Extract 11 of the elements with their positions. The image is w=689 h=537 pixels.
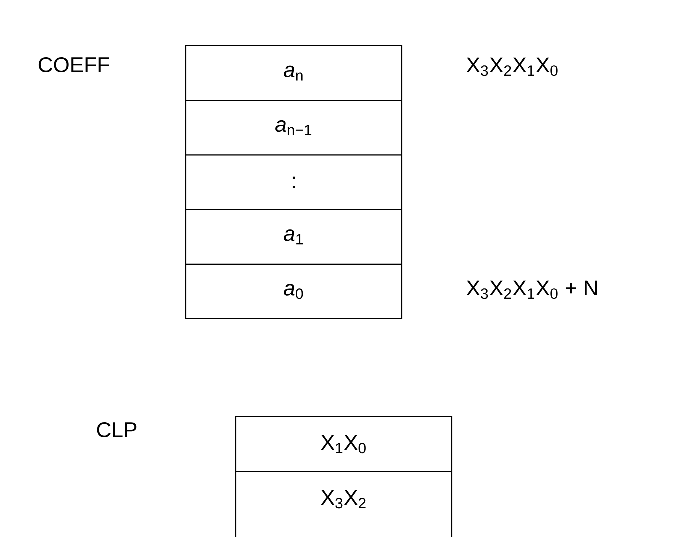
address-label: X$_{3}$X$_{2}$X$_{1}$X$_{0}$: [466, 58, 558, 76]
table-cell: :: [292, 176, 296, 188]
table-cell: a$_{1}$: [284, 230, 304, 245]
table-cell: a$_{0}$: [284, 284, 304, 300]
address-label: X$_{3}$X$_{2}$X$_{1}$X$_{0}$ + N: [466, 280, 598, 300]
table-cell: a$_{n−1}$: [276, 120, 312, 136]
table-cell: X$_{3}$X$_{2}$: [321, 490, 366, 509]
table-cell: X$_{1}$X$_{0}$: [321, 435, 366, 454]
table-heading: COEFF: [38, 57, 110, 73]
table-heading: CLP: [97, 422, 137, 438]
table-cell: a$_{n}$: [284, 66, 303, 81]
